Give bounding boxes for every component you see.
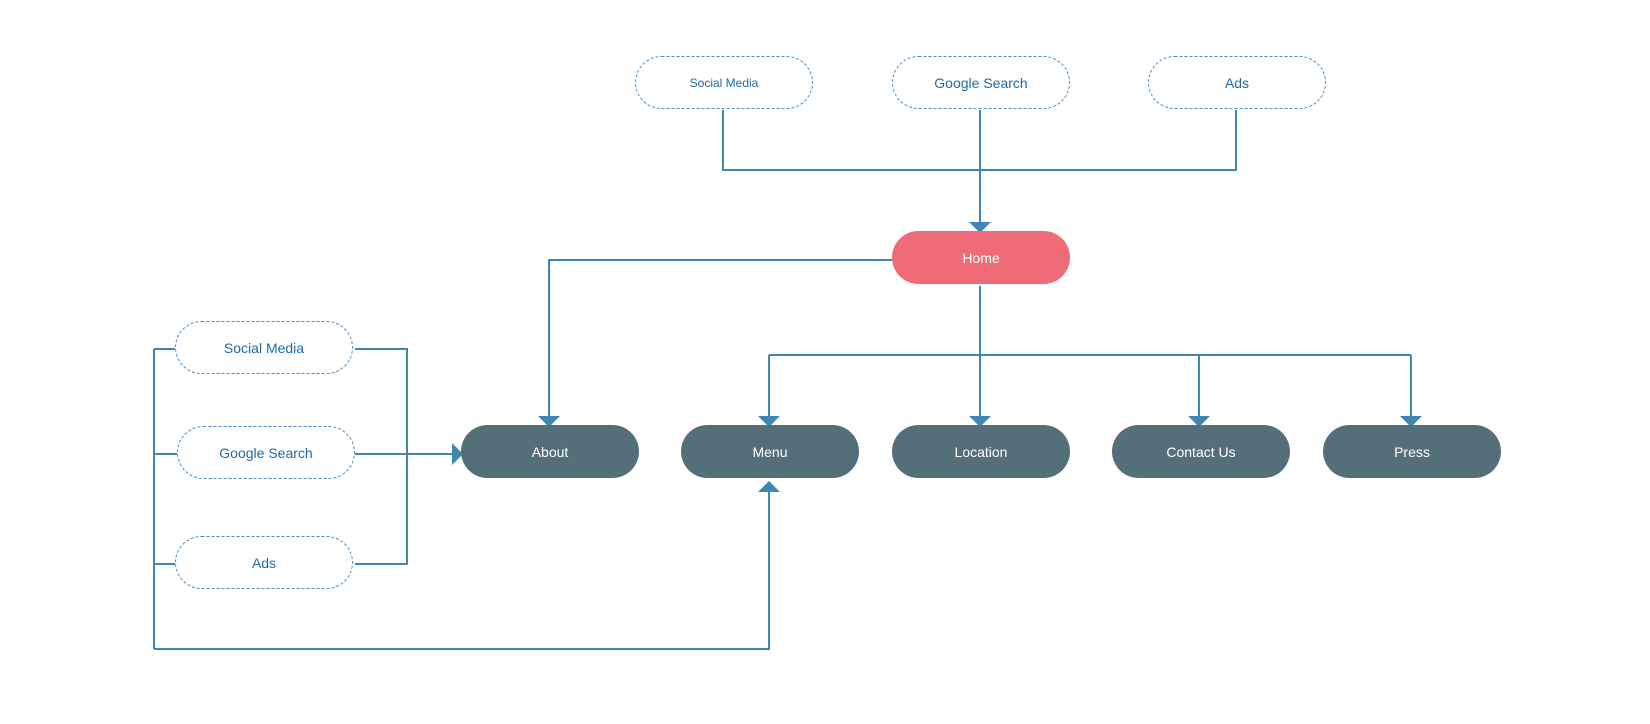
arrowhead-about-top xyxy=(538,416,560,427)
arrowhead-menu-bottom xyxy=(758,481,780,492)
connector-top-social xyxy=(722,110,980,171)
arrowhead-about-left xyxy=(452,443,463,465)
left-source-social-media[interactable]: Social Media xyxy=(175,321,353,374)
top-source-google-search[interactable]: Google Search xyxy=(892,56,1070,109)
left-source-google-search[interactable]: Google Search xyxy=(177,426,355,479)
page-about[interactable]: About xyxy=(461,425,639,478)
connector-left-menu xyxy=(154,492,770,650)
connector-left-social-right xyxy=(355,348,408,565)
left-source-ads[interactable]: Ads xyxy=(175,536,353,589)
page-press[interactable]: Press xyxy=(1323,425,1501,478)
connector-top-ads xyxy=(980,110,1237,171)
top-source-ads[interactable]: Ads xyxy=(1148,56,1326,109)
arrowhead-press xyxy=(1400,416,1422,427)
arrowhead-home xyxy=(969,222,991,233)
page-location[interactable]: Location xyxy=(892,425,1070,478)
arrowhead-contact xyxy=(1188,416,1210,427)
arrowhead-location xyxy=(969,416,991,427)
page-contact-us[interactable]: Contact Us xyxy=(1112,425,1290,478)
page-menu[interactable]: Menu xyxy=(681,425,859,478)
top-source-social-media[interactable]: Social Media xyxy=(635,56,813,109)
arrowhead-menu-top xyxy=(758,416,780,427)
connector-home-about xyxy=(548,259,893,416)
home-node[interactable]: Home xyxy=(892,231,1070,284)
